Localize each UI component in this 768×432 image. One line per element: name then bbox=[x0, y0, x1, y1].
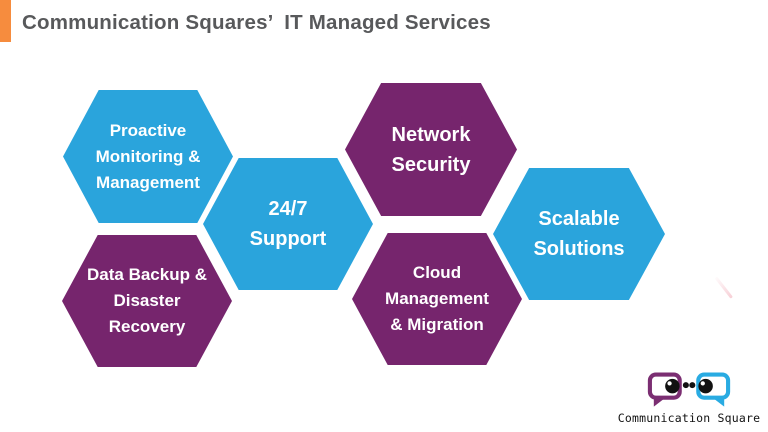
hexagon-proactive-monitoring-management: Proactive Monitoring & Management bbox=[63, 90, 233, 223]
accent-bar bbox=[0, 0, 11, 42]
hex-label-line: Security bbox=[391, 153, 471, 176]
hexagon-network-security: Network Security bbox=[345, 83, 517, 216]
hex-label-line: Management bbox=[385, 289, 489, 308]
hexagon-cloud-management-migration: Cloud Management & Migration bbox=[352, 233, 522, 365]
hex-label-line: Data Backup & bbox=[87, 265, 207, 284]
hex-label-line: Proactive bbox=[109, 120, 187, 140]
logo-text: Communication Square bbox=[617, 411, 761, 425]
hex-label-line: 24/7 bbox=[268, 198, 308, 220]
hex-label-line: Network bbox=[391, 123, 471, 146]
hexagon-scalable-solutions: Scalable Solutions bbox=[493, 168, 665, 300]
speech-bubbles-logo-icon bbox=[647, 372, 731, 407]
hex-label-line: Monitoring & bbox=[95, 146, 201, 166]
hexagon-24-7-support: 24/7 Support bbox=[203, 158, 373, 290]
hex-label-line: Recovery bbox=[108, 317, 186, 336]
hexagon-data-backup-disaster-recovery: Data Backup & Disaster Recovery bbox=[62, 235, 232, 367]
hex-label-line: Disaster bbox=[113, 291, 181, 310]
page-title: Communication Squares’ IT Managed Servic… bbox=[22, 11, 491, 34]
hex-label-line: Support bbox=[249, 228, 327, 250]
company-logo: Communication Square bbox=[604, 372, 768, 425]
hex-label-line: Management bbox=[96, 172, 200, 192]
hex-label-line: Cloud bbox=[412, 263, 462, 282]
hex-label-line: Solutions bbox=[533, 238, 625, 260]
hex-label-line: & Migration bbox=[390, 315, 484, 334]
hex-label-line: Scalable bbox=[538, 208, 620, 230]
decorative-line bbox=[715, 276, 733, 299]
